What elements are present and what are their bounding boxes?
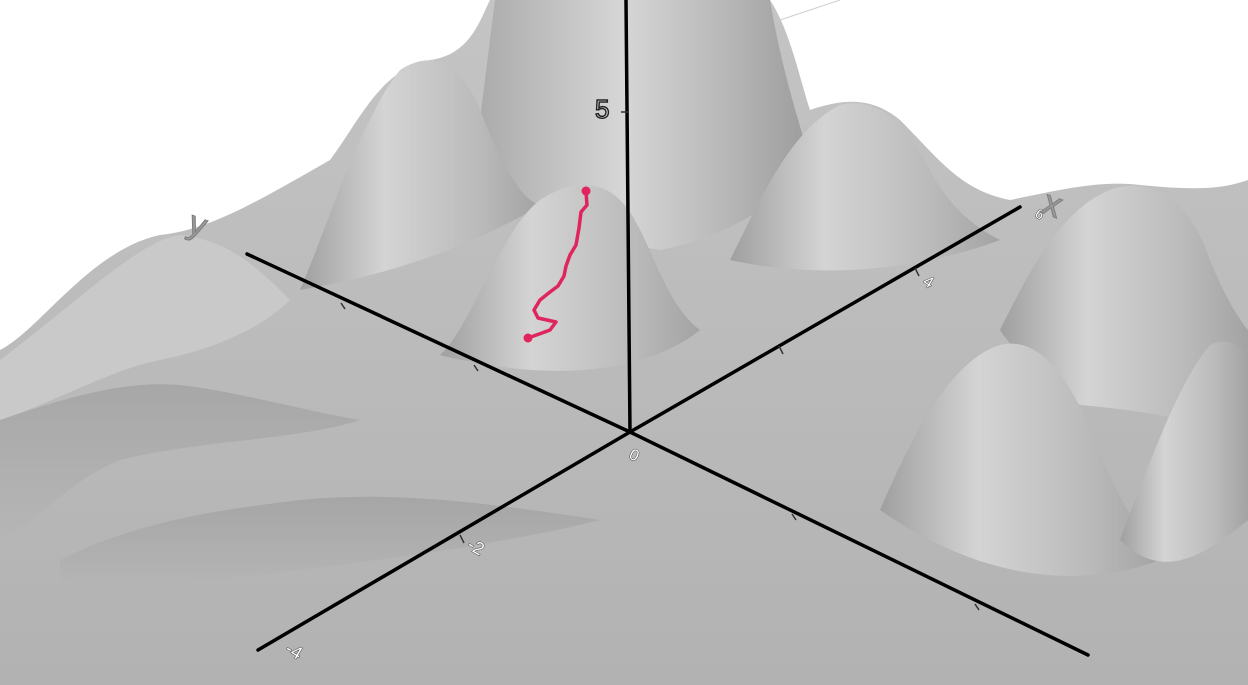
- descent-start-point[interactable]: [581, 186, 591, 196]
- surface-right-wave: [1000, 185, 1248, 440]
- surface-front-valley: [60, 496, 600, 586]
- x-axis-line: [628, 205, 1022, 434]
- surface-central-peak: [470, 0, 810, 250]
- y-axis-line: [256, 430, 632, 652]
- z-tick-label: 5: [595, 94, 609, 124]
- descent-path[interactable]: [523, 186, 591, 343]
- surface-front-right-hill: [880, 343, 1160, 576]
- descent-path-line: [526, 190, 589, 340]
- surface-edge-ridge: [1120, 341, 1248, 562]
- surface-right-back-hill: [730, 103, 1000, 271]
- surface-front-hill: [440, 185, 700, 371]
- z-axis-line: [624, 0, 632, 434]
- surface-left-ridges: [0, 235, 290, 420]
- surface-left-valley: [0, 384, 360, 540]
- descent-end-point[interactable]: [523, 333, 533, 343]
- surface-left-hill: [300, 60, 540, 290]
- y-axis-back-line: [245, 252, 632, 434]
- x-axis-back-line: [628, 430, 1090, 657]
- axes: [245, 0, 1090, 657]
- tick-marks: [340, 111, 980, 611]
